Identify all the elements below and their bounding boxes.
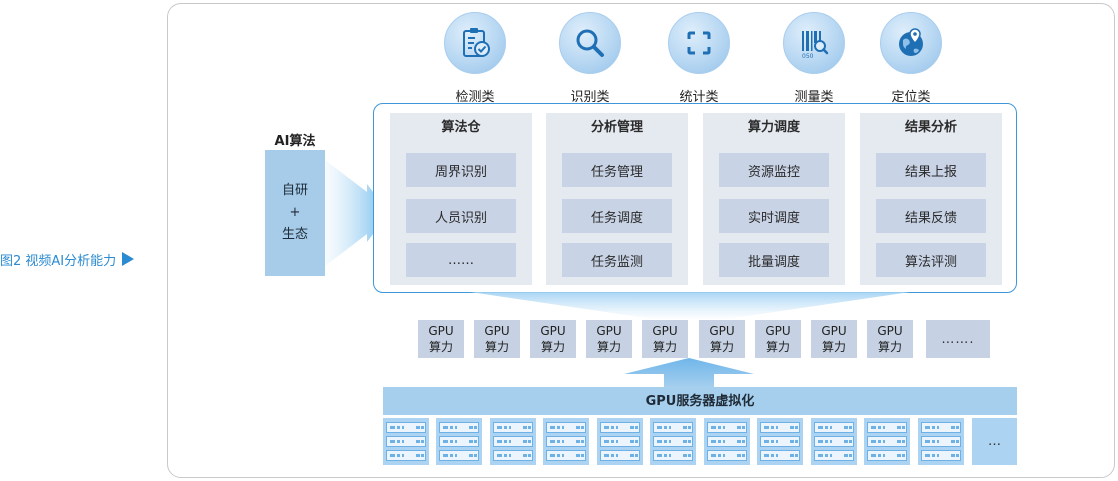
gpu-tile-line1: GPU (596, 324, 622, 338)
category-label: 统计类 (679, 90, 719, 105)
gpu-tile-line2: 算力 (821, 340, 846, 354)
column-compute-scheduling: 算力调度 资源监控 实时调度 批量调度 (703, 113, 845, 285)
server-icon (864, 418, 910, 465)
gpu-tile: GPU 算力 (867, 320, 913, 358)
server-icon (436, 418, 482, 465)
gpu-tile: GPU 算力 (530, 320, 576, 358)
clipboard-check-icon (444, 12, 506, 74)
gpu-tile: GPU 算力 (699, 320, 745, 358)
server-icon (704, 418, 750, 465)
gpu-more: ……. (926, 320, 990, 358)
column-title: 分析管理 (590, 120, 643, 135)
caption-arrow-icon (122, 252, 135, 266)
category-detection: 检测类 (435, 12, 515, 105)
svg-text:050: 050 (802, 53, 814, 60)
gpu-tile-line2: 算力 (596, 340, 621, 354)
server-icon (490, 418, 536, 465)
gpu-tile-line1: GPU (821, 324, 847, 338)
globe-pin-icon (880, 12, 942, 74)
gpu-tile-line1: GPU (428, 324, 454, 338)
column-item[interactable]: 任务监测 (562, 243, 672, 277)
gpu-tile-line1: GPU (652, 324, 678, 338)
ai-line-2: + (289, 205, 301, 220)
server-icon (918, 418, 964, 465)
column-item[interactable]: 人员识别 (406, 199, 516, 233)
server-icon (650, 418, 696, 465)
column-analysis-management: 分析管理 任务管理 任务调度 任务监测 (546, 113, 688, 285)
gpu-tile-line1: GPU (484, 324, 510, 338)
ai-line-1: 自研 (281, 183, 308, 198)
gpu-tile: GPU 算力 (755, 320, 801, 358)
gpu-tile-line2: 算力 (877, 340, 902, 354)
column-item[interactable]: 结果反馈 (876, 199, 986, 233)
gpu-tile-line1: GPU (765, 324, 791, 338)
gpu-tile-line2: 算力 (765, 340, 790, 354)
column-item[interactable]: 算法评测 (876, 243, 986, 277)
gpu-tile-line2: 算力 (709, 340, 734, 354)
gpu-virtualization-bar: GPU服务器虚拟化 (383, 387, 1017, 415)
ai-line-3: 生态 (281, 227, 308, 242)
gpu-tile: GPU 算力 (642, 320, 688, 358)
gpu-tile-line2: 算力 (428, 340, 453, 354)
server-icon (757, 418, 803, 465)
category-label: 定位类 (891, 90, 931, 105)
magnifier-icon (559, 12, 621, 74)
column-title: 算法仓 (441, 120, 481, 135)
category-statistics: 统计类 (659, 12, 739, 105)
gpu-funnel-shape (470, 292, 910, 320)
gpu-tile: GPU 算力 (418, 320, 464, 358)
column-item[interactable]: …… (406, 243, 516, 277)
column-item[interactable]: 结果上报 (876, 153, 986, 187)
gpu-tile-line1: GPU (709, 324, 735, 338)
ai-algorithm-title: AI算法 (274, 134, 316, 149)
gpu-tile-line2: 算力 (540, 340, 565, 354)
category-positioning: 定位类 (871, 12, 951, 105)
category-label: 测量类 (794, 90, 834, 105)
column-item[interactable]: 任务管理 (562, 153, 672, 187)
gpu-tile-line2: 算力 (652, 340, 677, 354)
gpu-tile: GPU 算力 (811, 320, 857, 358)
ai-algorithm-box: 自研 + 生态 (265, 150, 325, 276)
up-arrow-icon (624, 358, 754, 388)
server-more: … (972, 418, 1017, 465)
column-title: 算力调度 (747, 120, 800, 135)
column-item[interactable]: 任务调度 (562, 199, 672, 233)
gpu-tile-line1: GPU (877, 324, 903, 338)
column-item[interactable]: 批量调度 (719, 243, 829, 277)
scan-frame-icon (668, 12, 730, 74)
gpu-tile-line1: GPU (540, 324, 566, 338)
category-measurement: 050 测量类 (774, 12, 854, 105)
column-item[interactable]: 实时调度 (719, 199, 829, 233)
gpu-tile-line2: 算力 (484, 340, 509, 354)
gpu-tile: GPU 算力 (474, 320, 520, 358)
column-result-analysis: 结果分析 结果上报 结果反馈 算法评测 (860, 113, 1002, 285)
category-label: 检测类 (455, 90, 495, 105)
gpu-tile: GPU 算力 (586, 320, 632, 358)
caption-text: 图2 视频AI分析能力 (0, 253, 117, 269)
column-item[interactable]: 资源监控 (719, 153, 829, 187)
column-algorithm-warehouse: 算法仓 周界识别 人员识别 …… (390, 113, 532, 285)
category-label: 识别类 (570, 90, 610, 105)
server-icon (597, 418, 643, 465)
server-icon (811, 418, 857, 465)
ai-beam-arrow-icon (325, 160, 389, 266)
column-item[interactable]: 周界识别 (406, 153, 516, 187)
capability-panel: 算法仓 周界识别 人员识别 …… 分析管理 任务管理 任务调度 任务监测 算力调… (373, 103, 1017, 293)
barcode-measure-icon: 050 (783, 12, 845, 74)
server-icon (383, 418, 429, 465)
figure-caption: 图2 视频AI分析能力 (0, 249, 165, 269)
column-title: 结果分析 (904, 120, 957, 135)
server-icon (543, 418, 589, 465)
category-recognition: 识别类 (550, 12, 630, 105)
